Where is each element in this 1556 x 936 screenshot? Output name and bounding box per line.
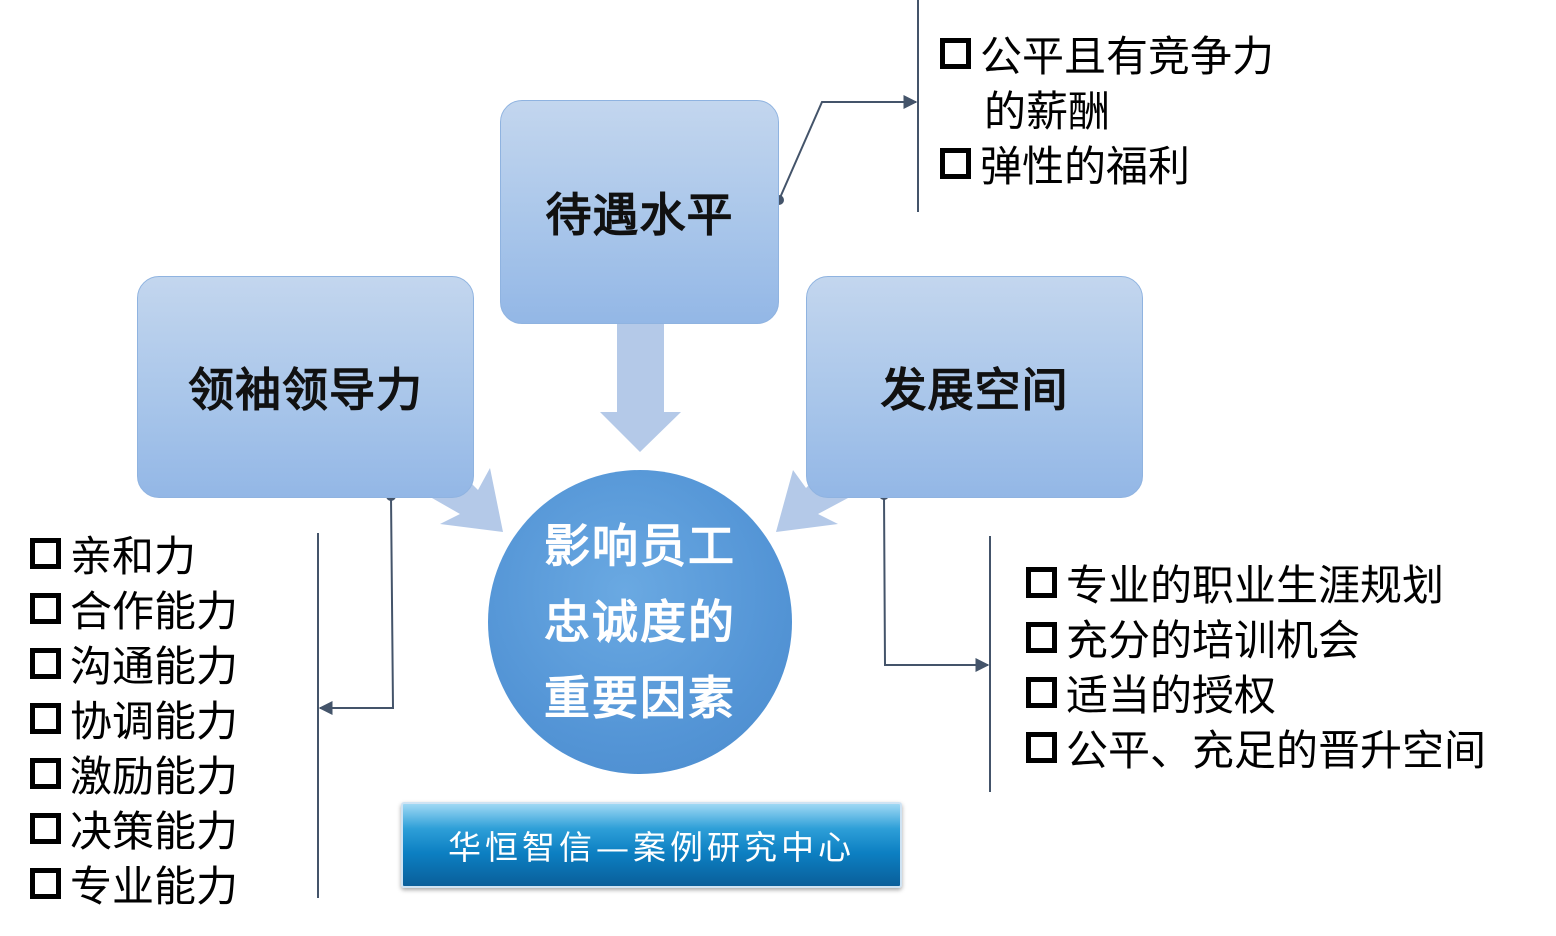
checkbox-square-icon	[940, 148, 971, 179]
checkbox-square-icon	[1026, 567, 1057, 598]
list-item-continuation: 的薪酬	[984, 87, 1111, 136]
center-line-2: 忠诚度的	[544, 595, 736, 649]
center-circle: 影响员工 忠诚度的 重要因素	[488, 470, 792, 774]
list-item: 适当的授权	[1026, 665, 1486, 720]
checkbox-square-icon	[1026, 677, 1057, 708]
list-item: 公平、充足的晋升空间	[1026, 720, 1486, 775]
checkbox-square-icon	[30, 868, 61, 899]
factor-box-leadership-label: 领袖领导力	[188, 363, 423, 417]
leadership-item-list: 亲和力 合作能力 沟通能力 协调能力 激励能力 决策能力 专业能力	[30, 526, 238, 911]
checkbox-square-icon	[30, 703, 61, 734]
factor-box-pay: 待遇水平	[500, 100, 779, 324]
list-item: 协调能力	[30, 691, 238, 746]
list-item: 弹性的福利	[940, 136, 1274, 191]
list-item: 决策能力	[30, 801, 238, 856]
checkbox-square-icon	[30, 538, 61, 569]
brand-banner-text: 华恒智信—案例研究中心	[448, 828, 855, 867]
checkbox-square-icon	[30, 813, 61, 844]
checkbox-square-icon	[30, 648, 61, 679]
connector-pay	[778, 95, 918, 201]
checkbox-square-icon	[30, 593, 61, 624]
list-item: 激励能力	[30, 746, 238, 801]
list-item: 充分的培训机会	[1026, 610, 1486, 665]
factor-box-development-label: 发展空间	[880, 363, 1069, 417]
checkbox-square-icon	[1026, 622, 1057, 653]
factor-box-pay-label: 待遇水平	[545, 188, 734, 242]
list-item: 专业能力	[30, 856, 238, 911]
brand-banner: 华恒智信—案例研究中心	[401, 802, 902, 888]
list-item: 公平且有竞争力	[940, 26, 1274, 81]
connector-dev	[883, 494, 990, 672]
factor-box-leadership: 领袖领导力	[137, 276, 474, 498]
center-line-1: 影响员工	[544, 519, 736, 573]
development-item-list: 专业的职业生涯规划 充分的培训机会 适当的授权 公平、充足的晋升空间	[1026, 555, 1486, 775]
checkbox-square-icon	[30, 758, 61, 789]
connector-lead	[318, 495, 395, 715]
arrow-down-pay	[600, 322, 681, 452]
list-item: 沟通能力	[30, 636, 238, 691]
center-line-3: 重要因素	[544, 671, 736, 725]
list-item: 专业的职业生涯规划	[1026, 555, 1486, 610]
checkbox-square-icon	[940, 38, 971, 69]
checkbox-square-icon	[1026, 732, 1057, 763]
factor-box-development: 发展空间	[806, 276, 1143, 498]
pay-item-list: 公平且有竞争力 的薪酬 弹性的福利	[940, 26, 1274, 191]
list-item: 合作能力	[30, 581, 238, 636]
list-item: 亲和力	[30, 526, 238, 581]
